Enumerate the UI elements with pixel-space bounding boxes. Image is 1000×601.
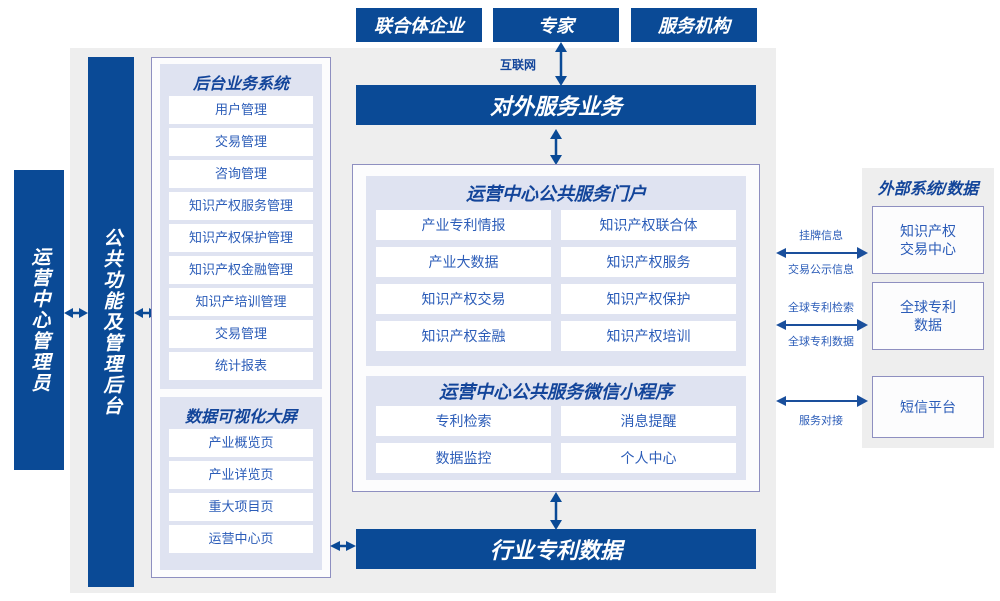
backend-system-item[interactable]: 咨询管理 [169,160,313,188]
portal-item[interactable]: 知识产权交易 [376,284,551,314]
public-function-backoffice-bar[interactable]: 公共功能及管理后台 [88,57,134,587]
internet-label: 互联网 [499,58,536,72]
connector-label-global-patent-data: 全球专利数据 [788,336,854,348]
portal-item[interactable]: 知识产权保护 [561,284,736,314]
backend-system-item[interactable]: 知识产权金融管理 [169,256,313,284]
external-service-label: 对外服务业务 [489,94,622,119]
portal-item[interactable]: 知识产权金融 [376,321,551,351]
actor-label: 专家 [538,16,574,36]
miniprogram-title: 运营中心公共服务微信小程序 [439,382,673,402]
center-to-industrydata-arrow-icon [543,492,569,530]
backend-system-item[interactable]: 统计报表 [169,352,313,380]
actor-box-consortium[interactable]: 联合体企业 [356,8,482,42]
data-screen-item[interactable]: 重大项目页 [169,493,313,521]
backend-system-item[interactable]: 知识产权保护管理 [169,224,313,252]
connector-label-trade-disclosure: 交易公示信息 [788,264,854,276]
internet-arrow-icon [548,42,574,86]
public-function-label: 公共功能及管理后台 [100,227,122,417]
portal-item[interactable]: 知识产权培训 [561,321,736,351]
actor-label: 服务机构 [658,16,730,36]
portal-item[interactable]: 产业大数据 [376,247,551,277]
portal-title: 运营中心公共服务门户 [466,184,646,204]
data-screen-title: 数据可视化大屏 [184,409,297,426]
external-systems-title: 外部系统/数据 [877,181,979,198]
connector-label-listing-info: 挂牌信息 [799,230,843,242]
data-screen-item[interactable]: 产业概览页 [169,429,313,457]
external-box-ip-exchange[interactable]: 知识产权 交易中心 [872,206,984,274]
miniprogram-item[interactable]: 个人中心 [561,443,736,473]
portal-item[interactable]: 产业专利情报 [376,210,551,240]
portal-panel: 运营中心公共服务门户 产业专利情报知识产权联合体产业大数据知识产权服务知识产权交… [366,176,746,366]
miniprogram-item[interactable]: 消息提醒 [561,406,736,436]
backend-system-item[interactable]: 交易管理 [169,128,313,156]
miniprogram-item[interactable]: 专利检索 [376,406,551,436]
connector-label-service-integration: 服务对接 [799,415,843,427]
external-connector-arrow-1-icon [776,244,868,262]
external-connector-arrow-3-icon [776,392,868,410]
backend-system-item[interactable]: 知识产权服务管理 [169,192,313,220]
portal-item[interactable]: 知识产权联合体 [561,210,736,240]
data-screen-item[interactable]: 运营中心页 [169,525,313,553]
admin-to-backoffice-arrow-icon [64,303,88,323]
operator-admin-label: 运营中心管理员 [28,246,50,394]
actor-label: 联合体企业 [374,16,464,36]
backend-system-title: 后台业务系统 [192,76,289,93]
datascreen-to-industrydata-arrow-icon [330,536,356,556]
industry-patent-data-bar[interactable]: 行业专利数据 [356,529,756,569]
connector-label-global-patent-search: 全球专利检索 [788,302,854,314]
actor-box-service-org[interactable]: 服务机构 [631,8,757,42]
data-screen-panel: 数据可视化大屏 产业概览页产业详览页重大项目页运营中心页 [160,397,322,570]
service-to-portal-arrow-icon [543,129,569,165]
backend-system-item[interactable]: 交易管理 [169,320,313,348]
backend-system-item[interactable]: 知识产培训管理 [169,288,313,316]
backend-system-item[interactable]: 用户管理 [169,96,313,124]
external-box-global-patent-data[interactable]: 全球专利 数据 [872,282,984,350]
miniprogram-item[interactable]: 数据监控 [376,443,551,473]
industry-patent-data-label: 行业专利数据 [489,538,622,563]
backend-system-panel: 后台业务系统 用户管理交易管理咨询管理知识产权服务管理知识产权保护管理知识产权金… [160,64,322,389]
external-service-bar[interactable]: 对外服务业务 [356,85,756,125]
portal-item[interactable]: 知识产权服务 [561,247,736,277]
actor-box-expert[interactable]: 专家 [493,8,619,42]
external-box-sms-platform[interactable]: 短信平台 [872,376,984,438]
miniprogram-panel: 运营中心公共服务微信小程序 专利检索消息提醒数据监控个人中心 [366,376,746,480]
operator-admin-bar[interactable]: 运营中心管理员 [14,170,64,470]
external-connector-arrow-2-icon [776,316,868,334]
data-screen-item[interactable]: 产业详览页 [169,461,313,489]
